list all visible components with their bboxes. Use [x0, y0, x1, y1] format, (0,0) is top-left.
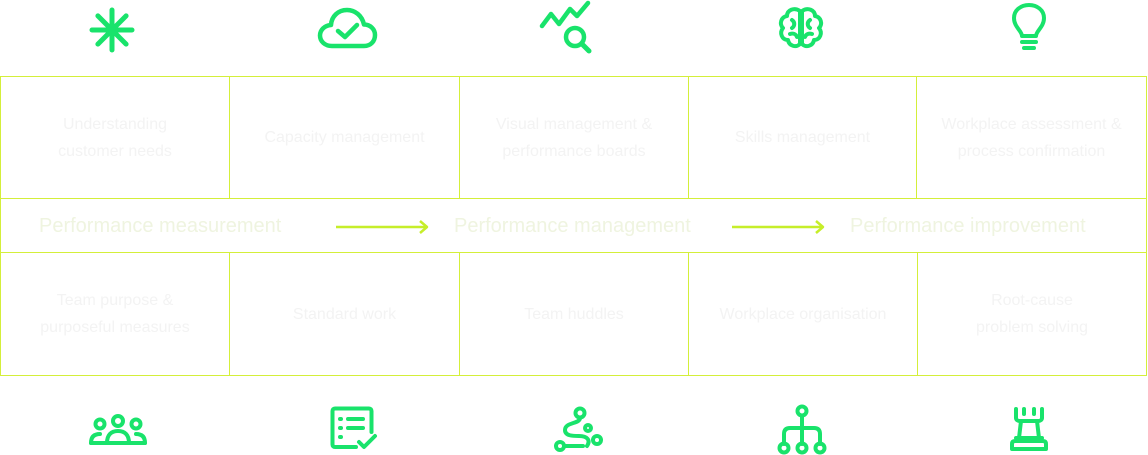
asterisk-icon [89, 7, 135, 53]
route-path-icon [553, 406, 605, 454]
lightbulb-icon [1009, 2, 1049, 54]
top-cell-4: Skills management [688, 76, 917, 199]
hierarchy-icon [776, 404, 828, 455]
cell-label: Capacity management [264, 129, 425, 146]
cell-label: Workplace assessment & process confirmat… [941, 115, 1122, 160]
top-cell-5: Workplace assessment & process confirmat… [916, 76, 1147, 199]
bottom-cell-1: Team purpose & purposeful measures [0, 252, 230, 376]
brain-icon [778, 6, 824, 50]
trend-search-icon [538, 0, 594, 56]
checklist-icon [330, 406, 378, 452]
bottom-cell-5: Root-cause problem solving [917, 252, 1147, 376]
arrow-right-icon [336, 219, 430, 240]
arrow-right-icon [732, 219, 826, 240]
bottom-cell-2: Standard work [229, 252, 460, 376]
cell-label: Standard work [292, 305, 397, 323]
team-group-icon [88, 414, 148, 446]
stage-performance-improvement: Performance improvement [850, 215, 1086, 237]
top-cell-3: Visual management & performance boards [459, 76, 689, 199]
cell-label: Team purpose & purposeful measures [40, 292, 190, 336]
chess-rook-icon [1007, 406, 1051, 452]
top-cell-1: Understanding customer needs [0, 76, 230, 199]
cell-label: Understanding customer needs [58, 115, 172, 160]
stage-performance-measurement: Performance measurement [39, 215, 282, 237]
cell-label: Team huddles [524, 305, 624, 323]
stage-performance-management: Performance management [454, 215, 691, 237]
bottom-cell-4: Workplace organisation [688, 252, 918, 376]
cell-label: Skills management [734, 129, 871, 146]
bottom-cell-3: Team huddles [459, 252, 689, 376]
cell-label: Root-cause problem solving [975, 292, 1089, 336]
top-cell-2: Capacity management [229, 76, 460, 199]
cell-label: Workplace organisation [719, 305, 887, 323]
cell-label: Visual management & performance boards [495, 115, 653, 160]
cloud-check-icon [316, 6, 378, 50]
